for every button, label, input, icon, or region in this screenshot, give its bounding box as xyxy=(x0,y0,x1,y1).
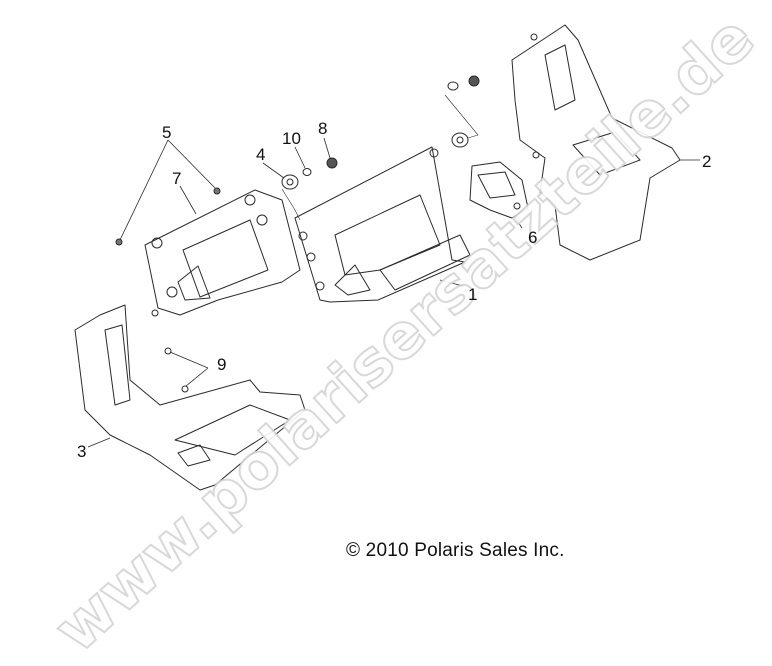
part-2-rear-console xyxy=(511,24,681,261)
part-1-center-panel xyxy=(294,146,471,303)
callout-4: 4 xyxy=(256,145,266,164)
callout-6: 6 xyxy=(528,228,538,247)
callout-9: 9 xyxy=(217,355,227,374)
hardware-cluster xyxy=(281,75,480,221)
part-6-insert xyxy=(469,161,529,219)
callout-5: 5 xyxy=(162,123,172,142)
leader-lines xyxy=(87,137,700,448)
part-7-side-panel xyxy=(115,187,301,316)
callout-1: 1 xyxy=(468,285,478,304)
parts-diagram: www.polarisersatzteile.de 1 2 3 4 5 6 7 … xyxy=(39,0,769,666)
callout-7: 7 xyxy=(172,169,182,188)
part-3-left-floor-panel xyxy=(74,304,306,491)
callout-8: 8 xyxy=(318,119,328,138)
exploded-view-drawing xyxy=(74,24,700,491)
callout-10: 10 xyxy=(282,129,301,148)
callout-3: 3 xyxy=(77,442,87,461)
copyright-notice: © 2010 Polaris Sales Inc. xyxy=(346,540,565,561)
callout-2: 2 xyxy=(702,152,712,171)
